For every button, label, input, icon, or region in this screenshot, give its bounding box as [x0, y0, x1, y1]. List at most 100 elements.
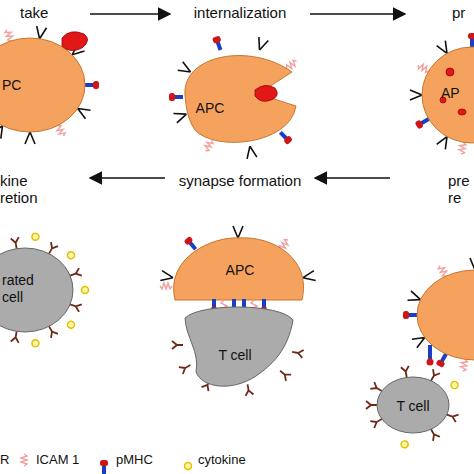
legend-label: ICAM 1 [36, 452, 79, 468]
cytokine-symbol [401, 440, 409, 448]
cell-outline [0, 0, 90, 140]
cell-group [410, 33, 474, 155]
surface-molecule [25, 132, 35, 144]
cell-body [185, 56, 296, 143]
surface-molecule [160, 271, 174, 283]
cell-label: T cell [383, 398, 443, 415]
cell-stage: pre re [390, 170, 474, 360]
tcr-symbol [255, 37, 269, 52]
antigen [255, 85, 277, 101]
tcr-symbol [233, 226, 243, 238]
cell-group [169, 35, 298, 158]
tcr-symbol [410, 90, 422, 100]
cytokine-symbol [66, 320, 76, 330]
t-cell-receptor [278, 368, 292, 381]
pmhc-stem [102, 465, 106, 474]
t-cell-receptor [291, 348, 303, 358]
surface-molecule [401, 366, 411, 378]
stage-heading: kine retion [0, 172, 52, 206]
cell-body [417, 270, 474, 360]
stage-heading: synapse formation [165, 172, 315, 189]
antigen [62, 32, 88, 51]
surface-molecule [245, 145, 257, 159]
t-cell-receptor [366, 401, 377, 409]
surface-molecule [31, 339, 39, 347]
surface-molecule [11, 237, 21, 249]
surface-molecule [468, 33, 474, 47]
pmhc-stem [174, 95, 183, 99]
antigen [446, 68, 454, 76]
pmhc-stem [408, 313, 417, 317]
cell-stage: synapse formationAPC [165, 170, 315, 300]
pmhc-peptide [403, 311, 409, 319]
cytokine-symbol [31, 233, 39, 241]
pmhc-peptide [468, 33, 474, 39]
cell-group [0, 233, 89, 347]
pmhc-peptide [436, 359, 446, 368]
surface-molecule [278, 368, 292, 381]
cell-body [0, 38, 85, 132]
cell-stage: T cell [375, 368, 455, 438]
surface-molecule [233, 226, 243, 238]
stage-arrow [90, 177, 165, 179]
surface-molecule [410, 90, 422, 100]
cell-label: AP [441, 85, 474, 102]
t-cell-receptor [244, 384, 254, 396]
surface-molecule [184, 236, 199, 252]
stage-arrow [90, 13, 170, 15]
legend-label: R [0, 452, 9, 468]
cytokine-symbol [185, 463, 192, 470]
legend-symbol [185, 463, 192, 470]
surface-molecule [169, 93, 183, 101]
surface-molecule [82, 287, 89, 294]
stage-heading: internalization [170, 4, 310, 21]
contact-peptide [427, 359, 434, 366]
cell-group [403, 258, 474, 372]
t-cell-receptor [11, 237, 21, 249]
surface-molecule [212, 35, 224, 51]
pmhc-peptide [169, 93, 175, 101]
cell-label: APC [210, 262, 270, 279]
icam-symbol [203, 139, 214, 152]
surface-molecule [31, 233, 39, 241]
pmhc-peptide [100, 460, 108, 466]
pmhc-peptide [283, 135, 293, 145]
surface-molecule [302, 271, 316, 283]
surface-molecule [173, 109, 188, 123]
legend-label: pMHC [116, 452, 153, 468]
stage-heading: take [20, 4, 80, 21]
surface-molecule [11, 331, 21, 343]
tcr-symbol [302, 271, 316, 283]
surface-molecule [160, 283, 172, 289]
surface-molecule [66, 320, 76, 330]
stage-heading: pr [452, 4, 474, 21]
surface-molecule [255, 37, 269, 52]
tcr-symbol [25, 132, 35, 144]
tcr-symbol [470, 258, 474, 270]
cytokine-symbol [31, 339, 39, 347]
surface-molecule [66, 250, 76, 260]
cell-body [185, 307, 293, 386]
surface-molecule [85, 81, 99, 89]
cytokine-symbol [66, 250, 76, 260]
cytokine-symbol [82, 287, 89, 294]
antigen [458, 109, 466, 115]
surface-molecule [470, 258, 474, 270]
surface-molecule [401, 440, 409, 448]
cell-outline [170, 0, 310, 150]
cell-outline [405, 0, 474, 150]
icam-symbol [160, 283, 172, 289]
cell-stage: kine retionrated cell [0, 170, 90, 330]
cell-outline [180, 295, 300, 390]
legend-symbol [100, 460, 108, 474]
cell-label: PC [2, 77, 32, 94]
legend-label: cytokine [198, 452, 246, 468]
cell-group [172, 307, 304, 396]
t-cell-receptor [11, 331, 21, 343]
surface-molecule [277, 130, 293, 146]
pmhc-peptide [415, 120, 424, 130]
cell-body [422, 47, 474, 143]
cell-label: pre re [448, 172, 474, 206]
